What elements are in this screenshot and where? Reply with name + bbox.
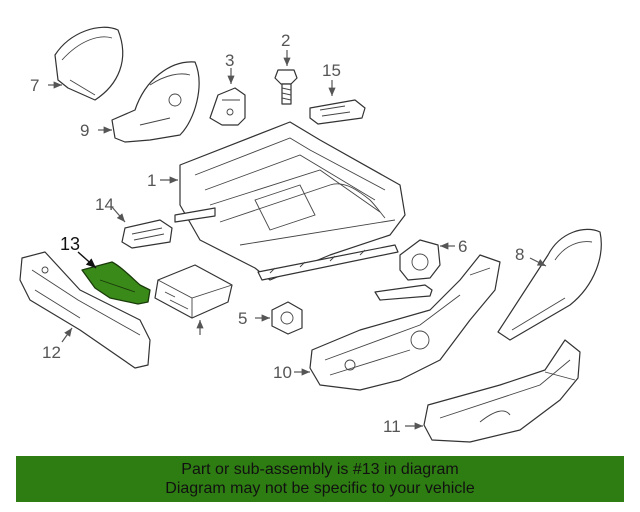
- part-7-back-cover[interactable]: [54, 26, 124, 101]
- part-3-bracket[interactable]: [209, 87, 246, 126]
- part-10-side-shield[interactable]: [309, 254, 501, 391]
- callout-12: 12: [42, 343, 61, 362]
- callout-9: 9: [80, 121, 89, 140]
- leader-8: [529, 257, 547, 267]
- callout-3: 3: [225, 51, 234, 70]
- callout-11: 11: [383, 417, 401, 436]
- banner-line-1: Part or sub-assembly is #13 in diagram: [181, 461, 459, 478]
- leader-13: [77, 251, 97, 269]
- part-11-outer-trim[interactable]: [423, 339, 581, 443]
- callout-8: 8: [515, 245, 524, 264]
- part-2-bolt[interactable]: [274, 69, 298, 105]
- callout-10: 10: [273, 363, 292, 382]
- part-14-rail-cover[interactable]: [121, 219, 173, 249]
- part-5-motor[interactable]: [271, 301, 303, 335]
- part-4-control-module[interactable]: [154, 264, 233, 319]
- part-15-clip[interactable]: [309, 99, 366, 125]
- part-8-back-panel[interactable]: [497, 228, 602, 341]
- callout-7: 7: [30, 76, 39, 95]
- callout-14: 14: [95, 195, 114, 214]
- banner-line-2: Diagram may not be specific to your vehi…: [165, 480, 475, 497]
- callout-13: 13: [60, 234, 80, 254]
- part-9-side-trim[interactable]: [111, 61, 200, 143]
- callout-15: 15: [322, 61, 341, 80]
- part-13-trim-highlighted[interactable]: [81, 261, 151, 305]
- part-1-seat-frame[interactable]: [174, 121, 406, 281]
- parts-diagram: 7 9 3 2 15: [19, 26, 602, 443]
- part-6-recliner[interactable]: [374, 239, 441, 301]
- part-12-lower-trim[interactable]: [19, 251, 151, 369]
- callout-6: 6: [458, 237, 467, 256]
- callout-2: 2: [281, 31, 290, 50]
- leader-14: [111, 206, 126, 223]
- callout-1: 1: [147, 171, 156, 190]
- info-banner: Part or sub-assembly is #13 in diagram D…: [16, 456, 624, 502]
- leader-12: [61, 327, 73, 343]
- callout-5: 5: [238, 309, 247, 328]
